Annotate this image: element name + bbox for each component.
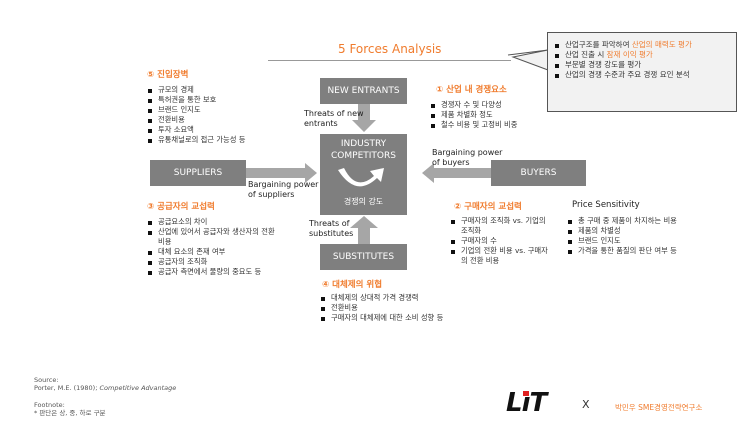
entry-barrier-list: 규모의 경제 특허권을 통한 보호 브랜드 인지도 전환비용 투자 소요액 유통…: [146, 85, 306, 145]
list-item: 가격을 통한 품질의 판단 여부 등: [566, 246, 681, 256]
arrow-label-buyers: Bargaining power of buyers: [432, 148, 503, 167]
footnote: Footnote: * 판단은 상, 중, 하로 구분: [34, 401, 106, 417]
logo-x: X: [582, 398, 590, 411]
footnote-label: Footnote:: [34, 401, 65, 409]
list-item: 대체 요소의 존재 여부: [146, 247, 276, 257]
cycle-arrow-icon: [337, 168, 384, 187]
list-item: 투자 소요액: [146, 125, 306, 135]
footnote-text: * 판단은 상, 중, 하로 구분: [34, 409, 106, 417]
suppliers-box: SUPPLIERS: [150, 160, 246, 186]
price-sensitivity-list: 총 구매 중 제품이 차지하는 비용 제품의 차별성 브랜드 인지도 가격을 통…: [566, 216, 681, 256]
list-item: 유통채널로의 접근 가능성 등: [146, 135, 306, 145]
list-item: 브랜드 인지도: [566, 236, 681, 246]
arrow-right-suppliers: [246, 163, 317, 183]
list-item: 공급요소의 차이: [146, 217, 276, 227]
list-item: 공급자의 조직화: [146, 257, 276, 267]
callout-list: 산업구조를 파악하여 산업의 매력도 평가 산업 진출 시 잠재 이익 평가 부…: [553, 40, 733, 80]
callout-item: 부문별 경쟁 강도를 평가: [553, 60, 733, 70]
list-item: 총 구매 중 제품이 차지하는 비용: [566, 216, 681, 226]
callout-item: 산업구조를 파악하여 산업의 매력도 평가: [553, 40, 733, 50]
force-arrows: [246, 104, 491, 244]
list-item: 특허권을 통한 보호: [146, 95, 306, 105]
source-text: Porter, M.E. (1980); Competitive Advanta…: [34, 384, 177, 392]
list-item: 철수 비용 및 고정비 비중: [429, 120, 549, 130]
list-item: 공급자 측면에서 물량의 중요도 등: [146, 267, 276, 277]
list-item: 구매자의 수: [449, 236, 549, 246]
rivalry-heading: ① 산업 내 경쟁요소: [436, 85, 507, 95]
list-item: 경쟁자 수 및 다양성: [429, 100, 549, 110]
callout-item: 산업 진출 시 잠재 이익 평가: [553, 50, 733, 60]
entry-barrier-heading: ⑤ 진입장벽: [147, 70, 189, 80]
industry-label: INDUSTRY COMPETITORS: [331, 139, 396, 161]
org-name: 박민우 SME경영전략연구소: [615, 403, 703, 412]
rivalry-list: 경쟁자 수 및 다양성 제품 차별화 정도 철수 비용 및 고정비 비중: [429, 100, 549, 130]
arrow-up-substitutes: [350, 216, 378, 244]
list-item: 대체제의 상대적 가격 경쟁력: [319, 293, 444, 303]
new-entrants-box: NEW ENTRANTS: [320, 78, 407, 104]
suppliers-list: 공급요소의 차이 산업에 있어서 공급자와 생산자의 전환비용 대체 요소의 존…: [146, 217, 276, 277]
arrow-label-new-entrants: Threats of new entrants: [304, 109, 364, 128]
arrow-down-new-entrants: [352, 104, 376, 132]
list-item: 산업에 있어서 공급자와 생산자의 전환비용: [146, 227, 276, 247]
arrow-label-substitutes: Threats of substitutes: [309, 219, 354, 238]
buyers-heading: ② 구매자의 교섭력: [454, 202, 522, 212]
list-item: 브랜드 인지도: [146, 105, 306, 115]
arrow-left-buyers: [422, 163, 491, 183]
list-item: 규모의 경제: [146, 85, 306, 95]
title-underline: [268, 60, 511, 61]
list-item: 제품의 차별성: [566, 226, 681, 236]
list-item: 전환비용: [146, 115, 306, 125]
source-label: Source:: [34, 376, 59, 384]
price-sensitivity-heading: Price Sensitivity: [572, 200, 640, 210]
source: Source: Porter, M.E. (1980); Competitive…: [34, 376, 176, 392]
suppliers-heading: ③ 공급자의 교섭력: [147, 202, 215, 212]
list-item: 전환비용: [319, 303, 444, 313]
callout-box: [547, 32, 737, 112]
list-item: 제품 차별화 정도: [429, 110, 549, 120]
buyers-list: 구매자의 조직화 vs. 기업의 조직화 구매자의 수 기업의 전환 비용 vs…: [449, 216, 549, 266]
list-item: 구매자의 조직화 vs. 기업의 조직화: [449, 216, 549, 236]
callout-item: 산업의 경쟁 수준과 주요 경쟁 요인 분석: [553, 70, 733, 80]
buyers-box: BUYERS: [491, 160, 586, 186]
substitutes-heading: ④ 대체제의 위협: [322, 280, 383, 290]
substitutes-box: SUBSTITUTES: [320, 244, 407, 270]
page-title: 5 Forces Analysis: [338, 42, 442, 56]
list-item: 구매자의 대체제에 대한 소비 성향 등: [319, 313, 444, 323]
list-item: 기업의 전환 비용 vs. 구매자의 전환 비용: [449, 246, 549, 266]
arrow-label-suppliers: Bargaining power of suppliers: [248, 180, 319, 199]
industry-competitors-box: INDUSTRY COMPETITORS 경쟁의 강도: [320, 134, 407, 215]
industry-sub-label: 경쟁의 강도: [343, 197, 384, 206]
substitutes-list: 대체제의 상대적 가격 경쟁력 전환비용 구매자의 대체제에 대한 소비 성향 …: [319, 293, 444, 323]
